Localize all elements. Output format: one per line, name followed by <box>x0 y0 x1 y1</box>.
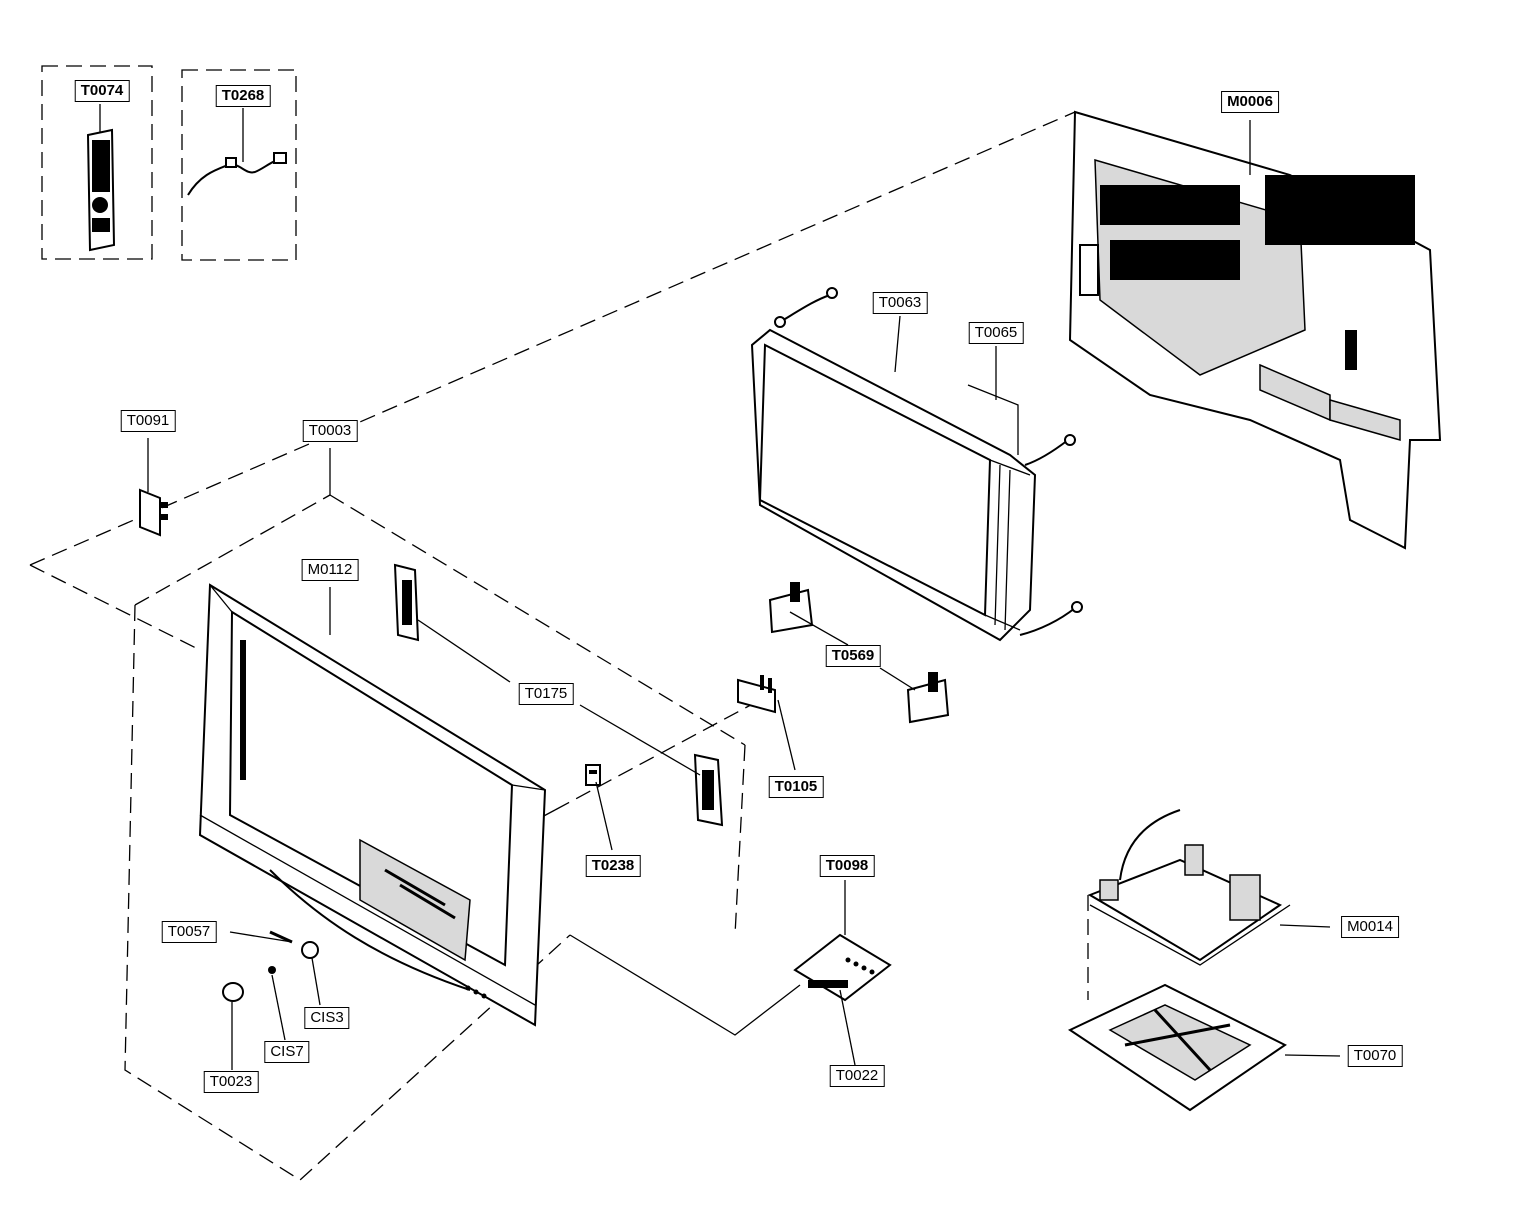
label-t0057: T0057 <box>161 921 217 943</box>
label-t0238: T0238 <box>585 855 641 877</box>
label-t0003: T0003 <box>302 420 358 442</box>
bracket-t0105-drawing <box>737 675 796 771</box>
label-t0063: T0063 <box>872 292 928 314</box>
assembly-line <box>29 564 201 651</box>
assembly-line <box>554 699 761 811</box>
clip-t0238-drawing <box>585 764 613 851</box>
connector-line <box>569 934 801 1036</box>
label-t0074: T0074 <box>74 80 130 102</box>
assembly-line <box>734 744 746 936</box>
label-t0105: T0105 <box>768 776 824 798</box>
knob-and-screws-drawing <box>222 930 321 1070</box>
connector-line <box>1089 904 1291 966</box>
label-t0022: T0022 <box>829 1065 885 1087</box>
label-t0065: T0065 <box>968 322 1024 344</box>
speaker-right-drawing <box>579 704 724 827</box>
label-t0268: T0268 <box>215 85 271 107</box>
holder-lower-drawing <box>879 667 950 724</box>
label-m0006: M0006 <box>1221 91 1279 113</box>
assembly-line <box>124 604 571 1181</box>
front-bezel-drawing <box>198 583 547 1027</box>
assembly-line <box>134 494 331 606</box>
main-board-drawing <box>1087 809 1331 962</box>
label-m0112: M0112 <box>301 559 359 581</box>
power-cord-box-outline <box>181 69 297 261</box>
chassis-tray-drawing <box>1067 983 1341 1112</box>
remote-box-outline <box>41 65 153 260</box>
label-t0569: T0569 <box>825 645 881 667</box>
power-cord-drawing <box>187 108 287 196</box>
back-cabinet-drawing <box>1068 110 1442 550</box>
control-board-drawing <box>793 880 892 1066</box>
picture-tube-drawing <box>750 287 1083 642</box>
label-cis7: CIS7 <box>264 1041 310 1063</box>
label-t0098: T0098 <box>819 855 875 877</box>
label-cis3: CIS3 <box>304 1007 350 1029</box>
holder-upper-drawing <box>768 582 849 646</box>
label-t0070: T0070 <box>1347 1045 1403 1067</box>
coil-t0065-drawing <box>967 346 1019 455</box>
assembly-line <box>29 111 1076 566</box>
label-t0023: T0023 <box>203 1071 259 1093</box>
remote-control-drawing <box>86 104 116 252</box>
speaker-left-drawing <box>393 563 511 683</box>
label-m0014: M0014 <box>1341 916 1399 938</box>
label-t0091: T0091 <box>120 410 176 432</box>
label-t0175: T0175 <box>518 683 574 705</box>
assembly-line <box>329 494 746 746</box>
bracket-t0091-drawing <box>139 438 168 537</box>
